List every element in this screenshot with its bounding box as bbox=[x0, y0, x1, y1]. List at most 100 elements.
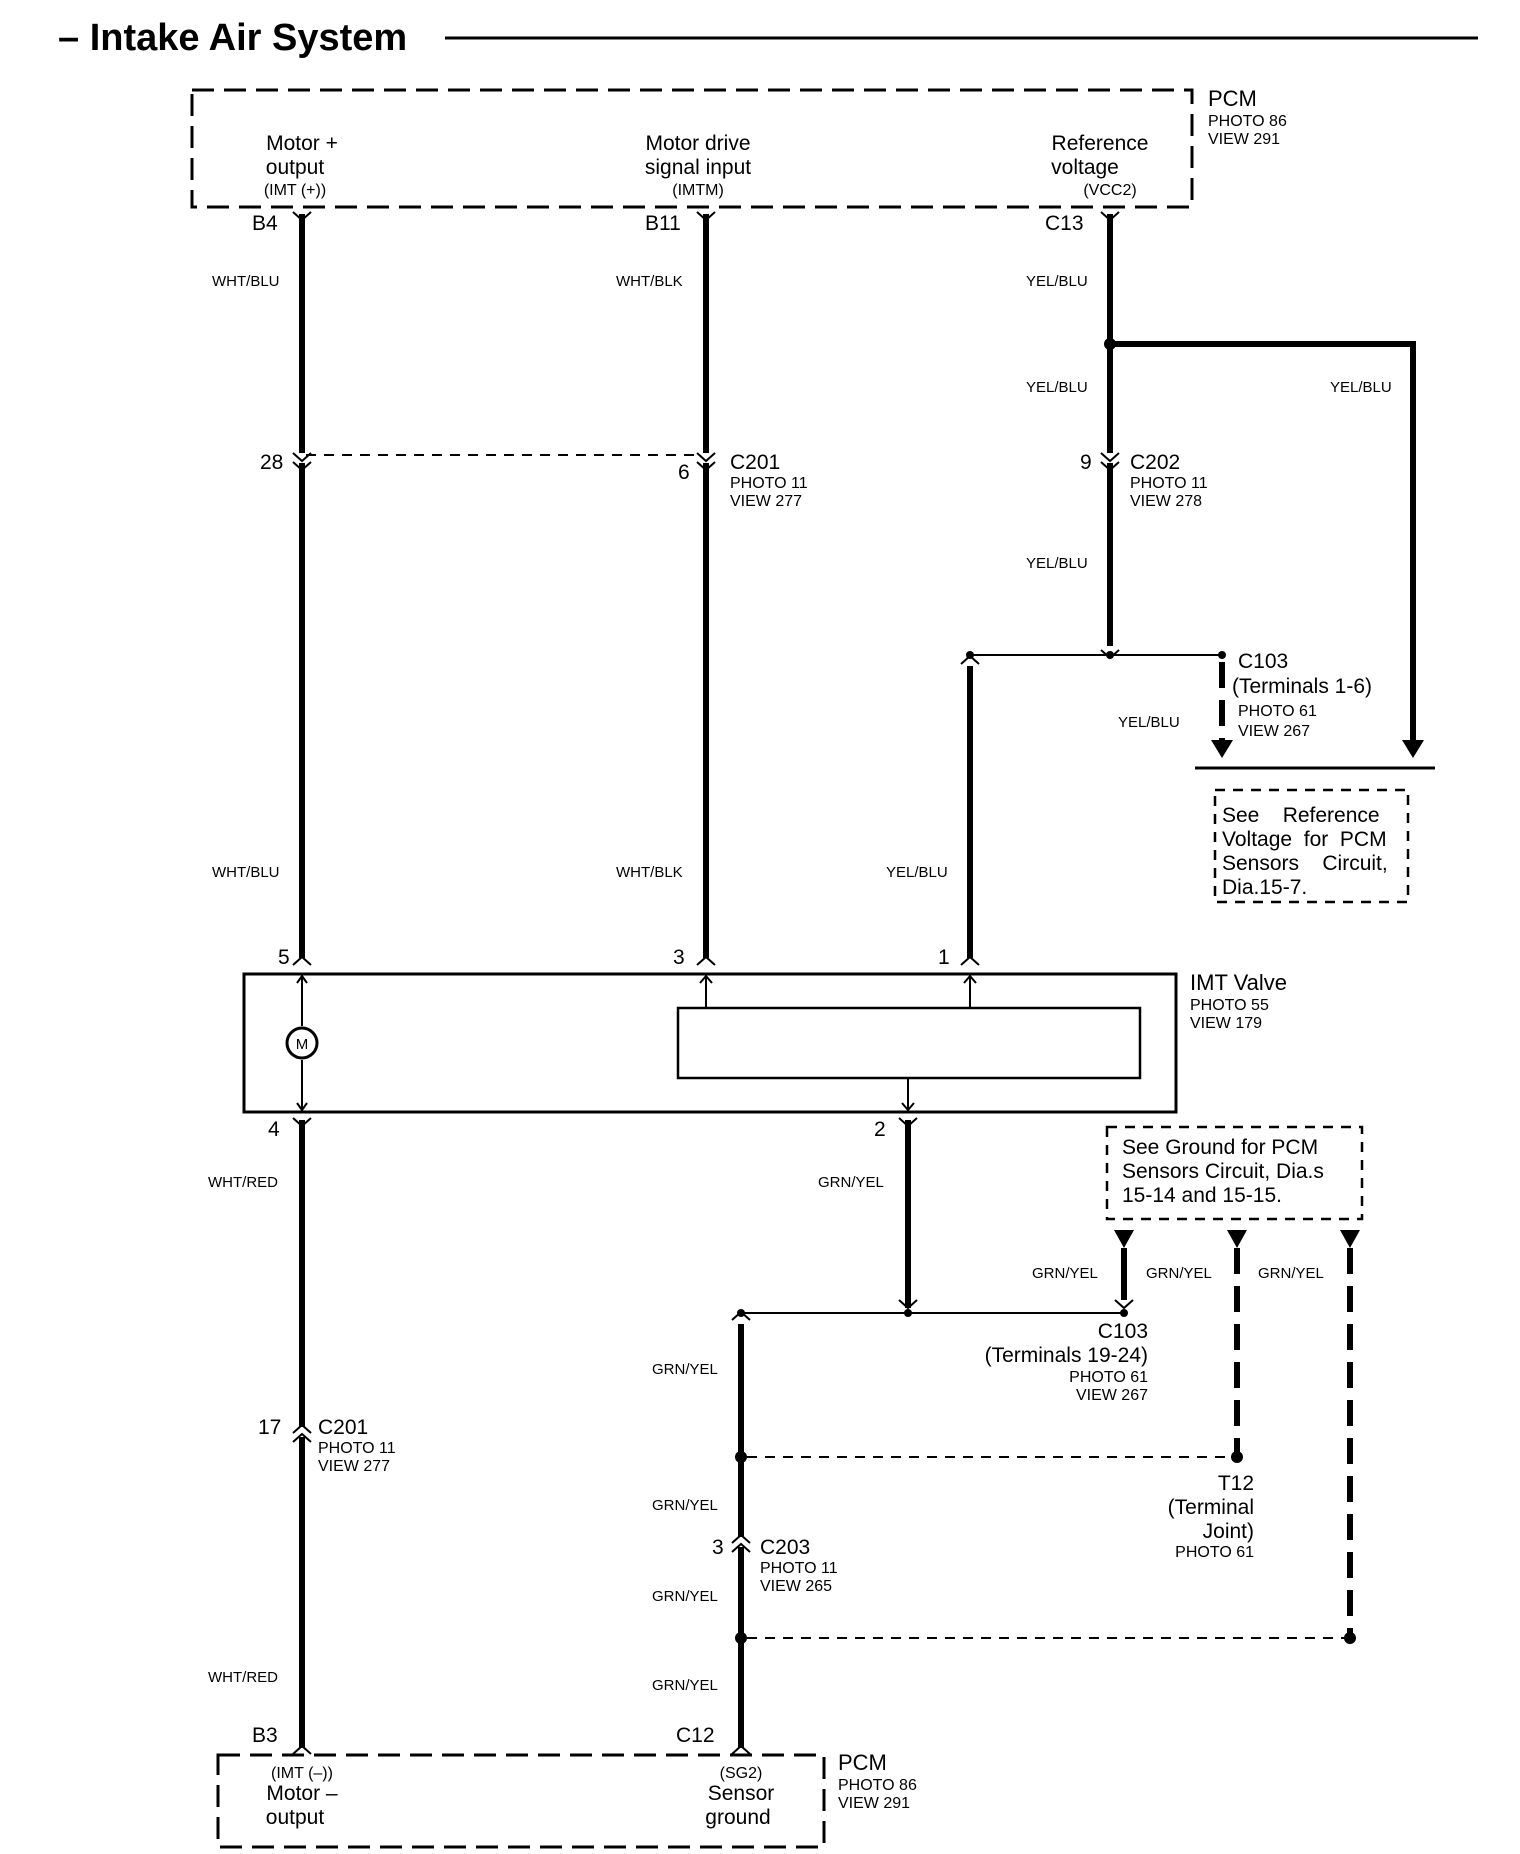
pin-label-line2: voltage bbox=[1051, 156, 1119, 179]
c203-view: VIEW 265 bbox=[760, 1578, 832, 1595]
connector-chevron bbox=[960, 955, 980, 966]
c203-pin-3: 3 bbox=[712, 1536, 724, 1559]
wire-label: WHT/BLK bbox=[616, 864, 683, 881]
connector-chevron bbox=[696, 211, 716, 222]
ref-note-line1: See Reference bbox=[1222, 804, 1380, 827]
pin-code: (IMTM) bbox=[672, 182, 724, 199]
imt-valve-box bbox=[242, 972, 1178, 1114]
pin-label-line1: Motor drive bbox=[645, 132, 750, 155]
wire-yel-blu-branch bbox=[1110, 341, 1416, 742]
pcm-top-pin-b11: Motor drive signal input (IMTM) bbox=[645, 132, 751, 199]
c103-upper-view: VIEW 267 bbox=[1238, 723, 1310, 740]
pcm-bottom-photo: PHOTO 86 bbox=[838, 1777, 917, 1794]
wire-label: GRN/YEL bbox=[652, 1497, 718, 1514]
pcm-top-pin-c13: Reference voltage (VCC2) bbox=[1051, 132, 1148, 199]
pcm-bottom-pin-b3: (IMT (–)) Motor – output bbox=[266, 1765, 338, 1829]
pcm-top-box bbox=[190, 88, 1194, 209]
t12-line3: Joint) bbox=[1203, 1520, 1254, 1543]
c202-name: C202 bbox=[1130, 451, 1180, 474]
pin-label-line1: Motor – bbox=[266, 1782, 338, 1805]
t12-joint-dot bbox=[1231, 1451, 1243, 1463]
pin-label-line1: Motor + bbox=[266, 132, 338, 155]
arrow-up-icon bbox=[699, 974, 713, 984]
connector-c202-pin9 bbox=[1100, 452, 1120, 472]
pin-label-line1: Reference bbox=[1052, 132, 1149, 155]
wire-label: YEL/BLU bbox=[886, 864, 948, 881]
pcm-top-view: VIEW 291 bbox=[1208, 131, 1280, 148]
wire-label: GRN/YEL bbox=[652, 1588, 718, 1605]
c103-lower-photo: PHOTO 61 bbox=[1069, 1369, 1148, 1386]
pin-number-c13: C13 bbox=[1045, 212, 1084, 235]
c203-photo: PHOTO 11 bbox=[760, 1560, 838, 1577]
c203-name: C203 bbox=[760, 1536, 810, 1559]
pin-number-c12: C12 bbox=[676, 1724, 715, 1747]
wire-label: WHT/BLU bbox=[212, 273, 280, 290]
pcm-bottom-pin-c12: (SG2) Sensor ground bbox=[705, 1765, 774, 1829]
connector-c201-pin6 bbox=[696, 452, 716, 472]
valve-pin-1: 1 bbox=[938, 946, 950, 969]
connector-chevron bbox=[292, 211, 312, 222]
ref-note-line4: Dia.15-7. bbox=[1222, 876, 1307, 899]
pin-number-b4: B4 bbox=[252, 212, 278, 235]
c201-lower-name: C201 bbox=[318, 1416, 368, 1439]
pin-label-line2: output bbox=[266, 156, 325, 179]
arrow-up-icon bbox=[296, 974, 308, 984]
arrow-down-icon bbox=[901, 1102, 915, 1112]
pcm-bottom-view: VIEW 291 bbox=[838, 1795, 910, 1812]
connector-chevron bbox=[960, 654, 980, 665]
splice-dot bbox=[904, 1309, 912, 1317]
pcm-top-photo: PHOTO 86 bbox=[1208, 113, 1287, 130]
ground-note-line3: 15-14 and 15-15. bbox=[1122, 1184, 1282, 1207]
connector-chevron bbox=[898, 1299, 918, 1310]
c201-upper-name: C201 bbox=[730, 451, 780, 474]
c201-pin-6: 6 bbox=[678, 461, 690, 484]
arrow-down-icon bbox=[296, 1102, 308, 1112]
t12-photo: PHOTO 61 bbox=[1175, 1544, 1254, 1561]
splice-dot bbox=[1344, 1632, 1356, 1644]
ground-note-line1: See Ground for PCM bbox=[1122, 1136, 1318, 1159]
diagram-title: – Intake Air System bbox=[58, 17, 407, 59]
connector-chevron bbox=[1100, 211, 1120, 222]
splice-dot bbox=[1120, 1309, 1128, 1317]
c201-pin-28: 28 bbox=[260, 451, 283, 474]
ref-note-line2: Voltage for PCM bbox=[1222, 828, 1387, 851]
connector-chevron bbox=[292, 1117, 312, 1128]
wire-label: YEL/BLU bbox=[1330, 379, 1392, 396]
pin-code: (IMT (–)) bbox=[271, 1765, 333, 1782]
ground-arrow-icon bbox=[1340, 1230, 1360, 1248]
ground-arrow-icon bbox=[1227, 1230, 1247, 1248]
valve-pin-2: 2 bbox=[874, 1118, 886, 1141]
valve-pin-5: 5 bbox=[278, 946, 290, 969]
wire-label: YEL/BLU bbox=[1026, 555, 1088, 572]
c103-upper-terminals: (Terminals 1-6) bbox=[1232, 675, 1372, 698]
valve-pin-3: 3 bbox=[673, 946, 685, 969]
splice-dot bbox=[735, 1451, 747, 1463]
pin-code: (VCC2) bbox=[1083, 182, 1136, 199]
wire-label: GRN/YEL bbox=[818, 1174, 884, 1191]
c103-lower-terminals: (Terminals 19-24) bbox=[985, 1344, 1148, 1367]
pcm-bottom-name: PCM bbox=[838, 1750, 887, 1775]
ground-note-line2: Sensors Circuit, Dia.s bbox=[1122, 1160, 1324, 1183]
connector-chevron bbox=[731, 1310, 751, 1321]
pin-code: (SG2) bbox=[720, 1765, 763, 1782]
wire-label: YEL/BLU bbox=[1026, 273, 1088, 290]
connector-c201-pin17 bbox=[292, 1423, 312, 1443]
ground-arrow-icon bbox=[1114, 1230, 1134, 1248]
wire-label: WHT/RED bbox=[208, 1174, 278, 1191]
motor-icon bbox=[285, 1026, 319, 1060]
c103-upper-photo: PHOTO 61 bbox=[1238, 703, 1317, 720]
c103-lower-view: VIEW 267 bbox=[1076, 1387, 1148, 1404]
c202-photo: PHOTO 11 bbox=[1130, 475, 1208, 492]
pin-number-b11: B11 bbox=[645, 212, 681, 235]
pcm-top-name: PCM bbox=[1208, 86, 1257, 111]
splice-dot bbox=[1218, 651, 1226, 659]
c202-pin-9: 9 bbox=[1080, 451, 1092, 474]
ref-note-box bbox=[1213, 788, 1410, 904]
connector-c203-pin3 bbox=[731, 1533, 751, 1553]
wire-label: YEL/BLU bbox=[1026, 379, 1088, 396]
ref-note-line3: Sensors Circuit, bbox=[1222, 852, 1388, 875]
imt-valve-view: VIEW 179 bbox=[1190, 1015, 1262, 1032]
wire-label: GRN/YEL bbox=[1258, 1265, 1324, 1282]
connector-chevron bbox=[1100, 649, 1120, 660]
